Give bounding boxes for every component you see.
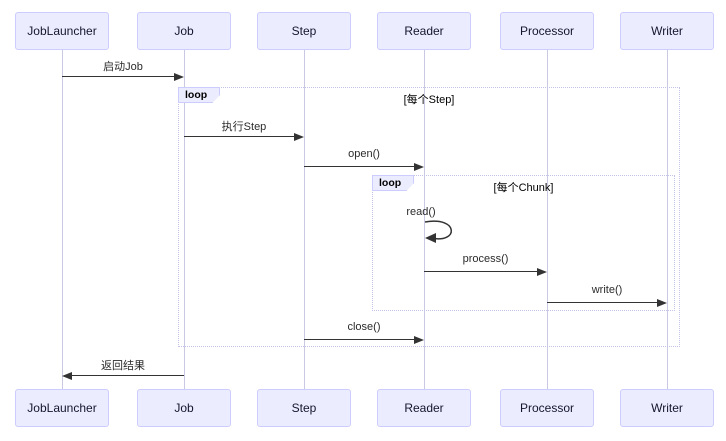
lifeline-writer [667,50,668,389]
message-line [304,166,415,167]
actor-bottom-joblauncher: JobLauncher [15,389,109,427]
lifeline-joblauncher [62,50,63,389]
actor-top-step: Step [257,12,351,50]
arrowhead-icon [657,299,667,307]
actor-label: Writer [651,24,683,38]
message-label: process() [462,253,509,265]
arrowhead-icon [294,133,304,141]
actor-bottom-processor: Processor [500,389,594,427]
actor-label: Job [174,401,194,415]
message-label: 执行Step [221,121,267,133]
actor-label: JobLauncher [27,24,97,38]
actor-label: Writer [651,401,683,415]
message-line [304,339,415,340]
loop-condition: [每个Chunk] [493,182,554,194]
loop-frame-each-chunk: loop [每个Chunk] [372,175,675,311]
actor-bottom-job: Job [137,389,231,427]
actor-label: Reader [404,401,444,415]
actor-label: Processor [519,401,575,415]
lifeline-job [184,50,185,389]
actor-bottom-reader: Reader [377,389,471,427]
actor-label: Step [291,401,317,415]
actor-label: Reader [404,24,444,38]
arrowhead-icon [414,163,424,171]
actor-bottom-step: Step [257,389,351,427]
arrowhead-icon [414,336,424,344]
loop-condition: [每个Step] [403,94,455,106]
actor-label: JobLauncher [27,401,97,415]
message-line [547,302,658,303]
actor-bottom-writer: Writer [620,389,714,427]
message-line [184,136,295,137]
actor-top-joblauncher: JobLauncher [15,12,109,50]
actor-top-writer: Writer [620,12,714,50]
loop-frame-each-step: loop [每个Step] [178,87,680,347]
loop-keyword: loop [379,177,402,189]
loop-keyword-tab: loop [178,87,220,103]
read-self-arrow [424,220,452,243]
actor-label: Job [174,24,194,38]
message-label: 返回结果 [101,360,145,372]
message-line [424,271,538,272]
actor-label: Processor [519,24,575,38]
message-label: 启动Job [103,61,143,73]
message-line [71,375,184,376]
arrowhead-icon [174,73,184,81]
actor-top-reader: Reader [377,12,471,50]
loop-keyword: loop [185,89,208,101]
loop-keyword-tab: loop [372,175,414,191]
message-line [62,76,175,77]
message-label: close() [347,321,381,333]
message-label: open() [348,148,380,160]
lifeline-processor [547,50,548,389]
message-label: write() [591,284,623,296]
actor-top-job: Job [137,12,231,50]
actor-top-processor: Processor [500,12,594,50]
lifeline-step [304,50,305,389]
lifeline-reader [424,50,425,389]
arrowhead-icon [62,372,72,380]
actor-label: Step [291,24,317,38]
message-label: read() [406,206,436,218]
arrowhead-icon [537,268,547,276]
